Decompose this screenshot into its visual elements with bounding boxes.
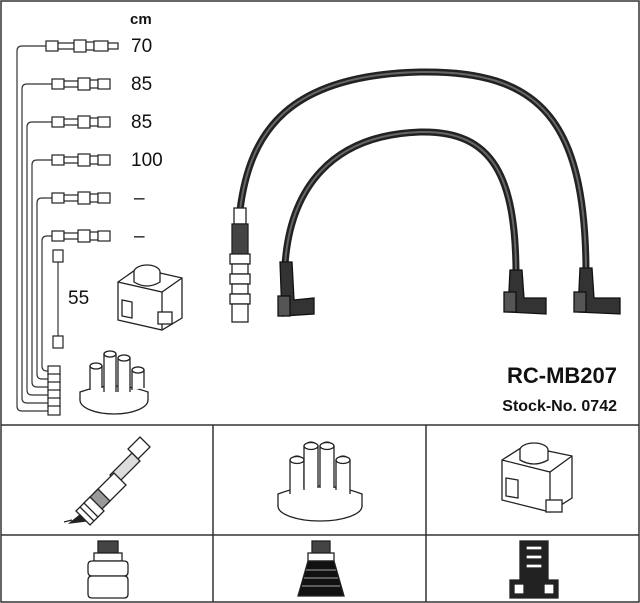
wire-length-6: – xyxy=(134,226,145,247)
cable-set-illustration xyxy=(229,68,621,323)
unit-label: cm xyxy=(130,11,152,28)
wire-length-5: – xyxy=(134,188,145,209)
ignition-coil-icon xyxy=(501,442,573,513)
wire-schematic xyxy=(16,45,62,412)
cap-connector-icon xyxy=(297,540,345,597)
ignition-coil-icon xyxy=(117,264,183,331)
coil-connector-icon xyxy=(509,540,559,599)
wire-length-1: 70 xyxy=(131,36,152,57)
plug-connector-icon xyxy=(87,540,129,599)
wire-length-4: 100 xyxy=(131,150,163,171)
wire-length-3: 85 xyxy=(131,112,152,133)
distributor-cap-icon xyxy=(277,441,363,522)
product-model: RC-MB207 xyxy=(507,363,617,388)
stock-number: Stock-No. 0742 xyxy=(502,398,617,415)
coil-wire-length: 55 xyxy=(68,288,89,309)
wire-length-2: 85 xyxy=(131,74,152,95)
distributor-cap-icon xyxy=(79,350,149,415)
spark-plug-icon xyxy=(63,436,151,526)
wire-terminals xyxy=(45,39,119,416)
